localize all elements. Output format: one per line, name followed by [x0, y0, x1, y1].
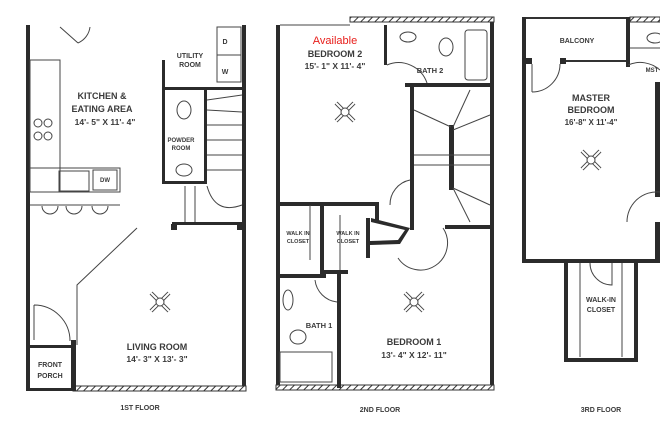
washer-label: W	[222, 69, 229, 76]
utility-room-label: UTILITY	[177, 53, 204, 60]
bedroom-1-dimensions: 13'- 4" X 12'- 11"	[381, 350, 447, 360]
kitchen-label-2: EATING AREA	[71, 104, 133, 114]
master-closet-label-2: CLOSET	[587, 307, 616, 314]
master-closet-label: WALK-IN	[586, 297, 616, 304]
dishwasher-label: DW	[100, 178, 110, 184]
first-floor-caption: 1ST FLOOR	[120, 405, 159, 412]
walk-in-closet-b-label: WALK IN	[336, 231, 359, 237]
front-porch-label: FRONT	[38, 362, 63, 369]
master-bath-label: MST	[646, 68, 659, 74]
bath-1-label: BATH 1	[306, 321, 333, 330]
availability-label: Available	[313, 35, 357, 47]
front-porch-label-2: PORCH	[37, 373, 62, 380]
master-bedroom-label: MASTER	[572, 93, 611, 103]
stairs	[171, 94, 246, 230]
utility-room-label-2: ROOM	[179, 62, 201, 69]
powder-room-label: POWDER	[168, 138, 196, 144]
master-bedroom-label-2: BEDROOM	[568, 105, 615, 115]
powder-room-label-2: ROOM	[172, 146, 191, 152]
third-floor: BALCONY MST MASTER BEDROOM 16'-8" X 11'-…	[522, 16, 660, 414]
bedroom-2-dimensions: 15'- 1" X 11'- 4"	[305, 61, 366, 71]
walk-in-closet-label: WALK IN	[286, 231, 309, 237]
walk-in-closet-label-2: CLOSET	[287, 239, 310, 245]
second-floor: WALK IN CLOSET WALK IN CLOSET Available …	[275, 16, 495, 414]
balcony-label: BALCONY	[560, 38, 595, 45]
master-bedroom-dimensions: 16'-8" X 11'-4"	[565, 118, 618, 127]
first-floor: D W DW	[26, 25, 247, 412]
living-room-label: LIVING ROOM	[127, 342, 188, 352]
bedroom-2-label: BEDROOM 2	[308, 49, 363, 59]
dryer-label: D	[222, 39, 227, 46]
third-floor-caption: 3RD FLOOR	[581, 407, 621, 414]
kitchen-dimensions: 14'- 5" X 11'- 4"	[75, 117, 136, 127]
living-room-dimensions: 14'- 3" X 13'- 3"	[126, 354, 187, 364]
kitchen-label: KITCHEN &	[78, 91, 127, 101]
bath-2-label: BATH 2	[417, 66, 444, 75]
bedroom-1-label: BEDROOM 1	[387, 337, 442, 347]
second-floor-caption: 2ND FLOOR	[360, 407, 400, 414]
walk-in-closet-b-label-2: CLOSET	[337, 239, 360, 245]
